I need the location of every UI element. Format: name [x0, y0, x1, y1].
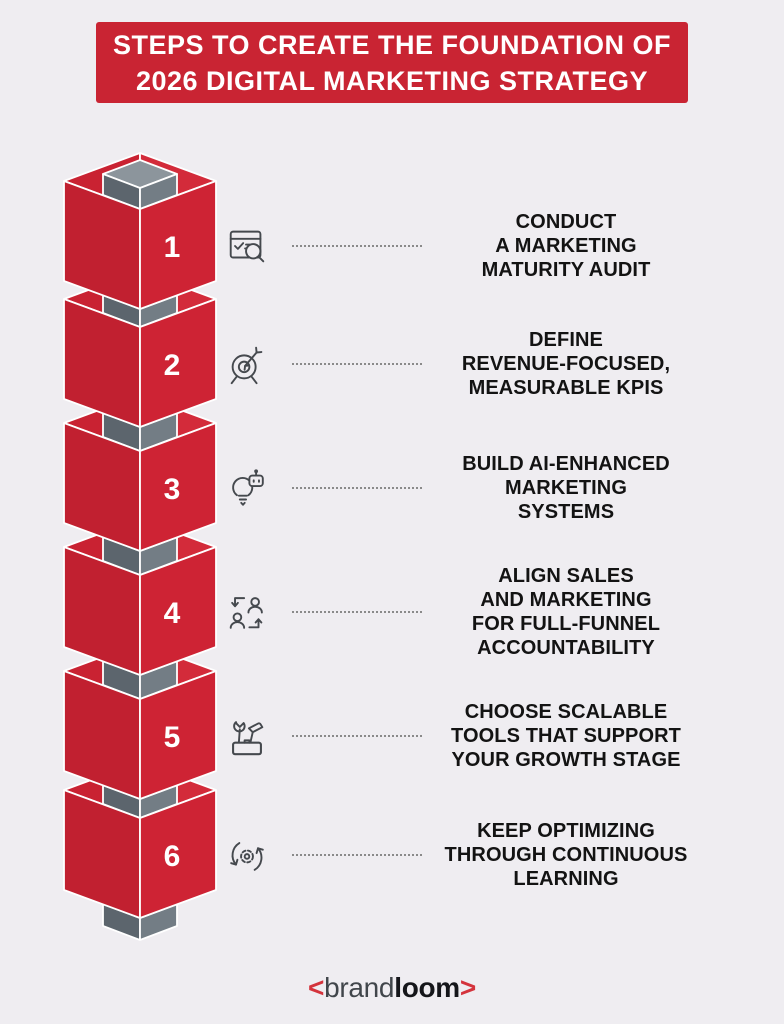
step-row-2: DEFINE REVENUE-FOCUSED, MEASURABLE KPIS [0, 294, 784, 434]
marketing-audit-browser-icon [224, 223, 270, 269]
logo-right-bracket-icon: > [459, 972, 476, 1003]
step-title: KEEP OPTIMIZING THROUGH CONTINUOUS LEARN… [444, 820, 688, 890]
dotted-connector [292, 854, 422, 856]
dotted-connector [292, 735, 422, 737]
dotted-connector [292, 363, 422, 365]
step-row-6: KEEP OPTIMIZING THROUGH CONTINUOUS LEARN… [0, 785, 784, 925]
step-row-1: CONDUCT A MARKETING MATURITY AUDIT [0, 176, 784, 316]
step-title: BUILD AI-ENHANCED MARKETING SYSTEMS [462, 453, 670, 523]
logo-loom-text: loom [394, 972, 460, 1003]
target-arrow-icon [224, 341, 270, 387]
step-title: ALIGN SALES AND MARKETING FOR FULL-FUNNE… [471, 565, 661, 659]
step-row-4: ALIGN SALES AND MARKETING FOR FULL-FUNNE… [0, 542, 784, 682]
page-title: STEPS TO CREATE THE FOUNDATION OF 2026 D… [112, 29, 672, 96]
step-row-3: BUILD AI-ENHANCED MARKETING SYSTEMS [0, 418, 784, 558]
step-title: CHOOSE SCALABLE TOOLS THAT SUPPORT YOUR … [451, 701, 681, 771]
step-title: CONDUCT A MARKETING MATURITY AUDIT [481, 211, 651, 281]
step-title: DEFINE REVENUE-FOCUSED, MEASURABLE KPIS [461, 329, 671, 399]
logo-left-bracket-icon: < [308, 972, 325, 1003]
ai-lightbulb-icon [224, 465, 270, 511]
brandloom-logo: <brandloom> [0, 972, 784, 1004]
dotted-connector [292, 611, 422, 613]
dotted-connector [292, 487, 422, 489]
step-row-5: CHOOSE SCALABLE TOOLS THAT SUPPORT YOUR … [0, 666, 784, 806]
header-banner: STEPS TO CREATE THE FOUNDATION OF 2026 D… [96, 22, 688, 103]
gear-refresh-icon [224, 832, 270, 878]
people-exchange-icon [224, 589, 270, 635]
dotted-connector [292, 245, 422, 247]
logo-brand-text: brand [324, 972, 395, 1003]
toolbox-icon [224, 713, 270, 759]
